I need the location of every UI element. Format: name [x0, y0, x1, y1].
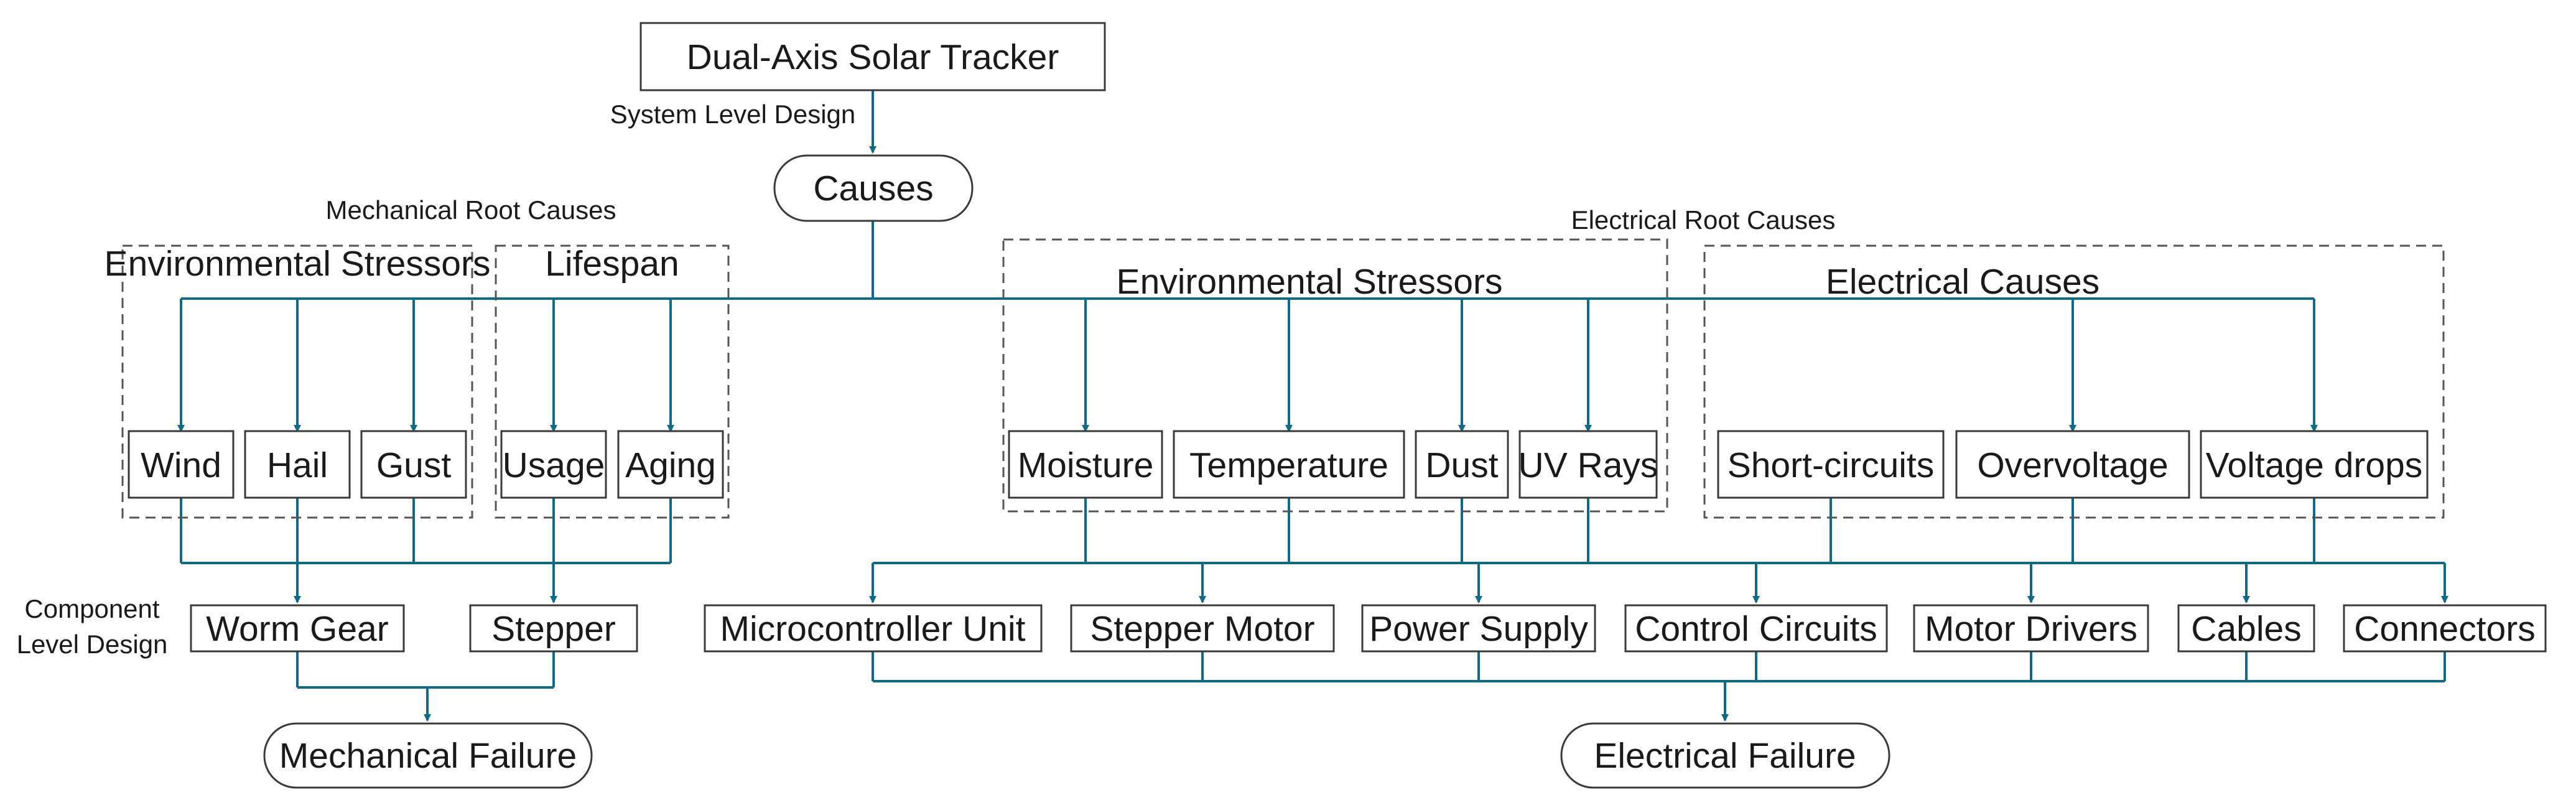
system-level-label: System Level Design: [610, 100, 856, 129]
electrical-cause-boxes: Moisture Temperature Dust UV Rays Short-…: [1008, 430, 2429, 499]
uv-rays-box: [1518, 430, 1658, 499]
connectors-label: Connectors: [2354, 609, 2536, 649]
microcontroller-label: Microcontroller Unit: [720, 609, 1026, 649]
moisture-box: [1008, 430, 1163, 499]
usage-label: Usage: [503, 445, 605, 485]
motor-drivers-label: Motor Drivers: [1925, 609, 2137, 649]
stepper-motor-box: [1070, 604, 1335, 653]
electrical-failure-label: Electrical Failure: [1594, 736, 1856, 776]
component-level-label-line1: Component: [24, 594, 159, 623]
electrical-failure-node: [1560, 722, 1890, 789]
mechanical-root-causes-title: Mechanical Root Causes: [326, 195, 616, 225]
mechanical-env-stressors-title: Environmental Stressors: [105, 244, 491, 284]
electrical-causes-title: Electrical Causes: [1826, 262, 2099, 302]
electrical-root-causes-title: Electrical Root Causes: [1571, 205, 1836, 235]
overvoltage-box: [1955, 430, 2190, 499]
diagram-title: Dual-Axis Solar Tracker: [687, 37, 1059, 77]
mechanical-component-boxes: Worm Gear Stepper: [190, 604, 638, 653]
hail-box: [244, 430, 351, 499]
lifespan-group: [495, 244, 730, 519]
uv-rays-label: UV Rays: [1518, 445, 1658, 485]
short-circuits-box: [1717, 430, 1945, 499]
causes-node: [773, 154, 974, 222]
temperature-label: Temperature: [1189, 445, 1388, 485]
dust-box: [1415, 430, 1509, 499]
power-supply-box: [1361, 604, 1596, 653]
cables-box: [2177, 604, 2315, 653]
cables-label: Cables: [2191, 609, 2301, 649]
power-supply-label: Power Supply: [1369, 609, 1588, 649]
lifespan-title: Lifespan: [545, 244, 679, 284]
component-level-label-line2: Level Design: [17, 630, 168, 659]
control-circuits-label: Control Circuits: [1635, 609, 1877, 649]
dust-label: Dust: [1425, 445, 1498, 485]
wind-box: [128, 430, 235, 499]
mechanical-failure-node: [263, 722, 593, 789]
temperature-box: [1173, 430, 1405, 499]
short-circuits-label: Short-circuits: [1727, 445, 1935, 485]
worm-gear-box: [190, 604, 405, 653]
aging-label: Aging: [625, 445, 716, 485]
causes-label: Causes: [813, 169, 933, 208]
hail-label: Hail: [267, 445, 328, 485]
mechanical-failure-label: Mechanical Failure: [279, 736, 577, 776]
gust-label: Gust: [376, 445, 452, 485]
worm-gear-label: Worm Gear: [206, 609, 389, 649]
mechanical-env-stressors-group: [121, 244, 473, 519]
microcontroller-box: [704, 604, 1043, 653]
aging-box: [617, 430, 724, 499]
connector-lines: [177, 90, 2448, 722]
stepper-motor-label: Stepper Motor: [1090, 609, 1314, 649]
overvoltage-label: Overvoltage: [1977, 445, 2168, 485]
electrical-env-stressors-title: Environmental Stressors: [1117, 262, 1503, 302]
solar-tracker-box: [639, 22, 1106, 91]
connectors-box: [2343, 604, 2547, 653]
voltage-drops-box: [2200, 430, 2429, 499]
electrical-env-stressors-group: [1002, 238, 1668, 513]
electrical-component-boxes: Microcontroller Unit Stepper Motor Power…: [704, 604, 2547, 653]
stepper-label: Stepper: [491, 609, 616, 649]
mechanical-cause-boxes: Wind Hail Gust Usage Aging: [128, 430, 724, 499]
moisture-label: Moisture: [1018, 445, 1154, 485]
stepper-box: [469, 604, 638, 653]
usage-box: [500, 430, 607, 499]
voltage-drops-label: Voltage drops: [2206, 445, 2423, 485]
control-circuits-box: [1624, 604, 1888, 653]
wind-label: Wind: [141, 445, 221, 485]
motor-drivers-box: [1913, 604, 2149, 653]
gust-box: [360, 430, 467, 499]
electrical-causes-group: [1703, 244, 2445, 519]
